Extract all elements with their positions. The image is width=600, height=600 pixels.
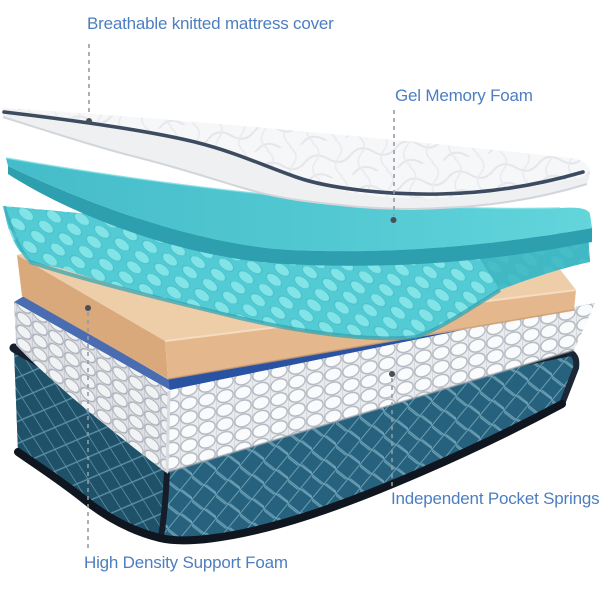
label-gel-memory-foam: Gel Memory Foam — [395, 86, 533, 105]
leader-lines — [87, 44, 395, 550]
leader-dot-support — [85, 305, 91, 311]
leader-dot-springs — [389, 371, 395, 377]
label-breathable-cover: Breathable knitted mattress cover — [87, 14, 334, 33]
pocket-springs-layer — [14, 296, 595, 474]
leader-dot-gel — [390, 217, 397, 223]
label-support-foam: High Density Support Foam — [84, 553, 288, 572]
cover-layer — [2, 108, 591, 210]
leader-dots — [85, 118, 397, 377]
leader-dot-cover — [86, 118, 92, 124]
label-pocket-springs: Independent Pocket Springs — [391, 489, 600, 508]
